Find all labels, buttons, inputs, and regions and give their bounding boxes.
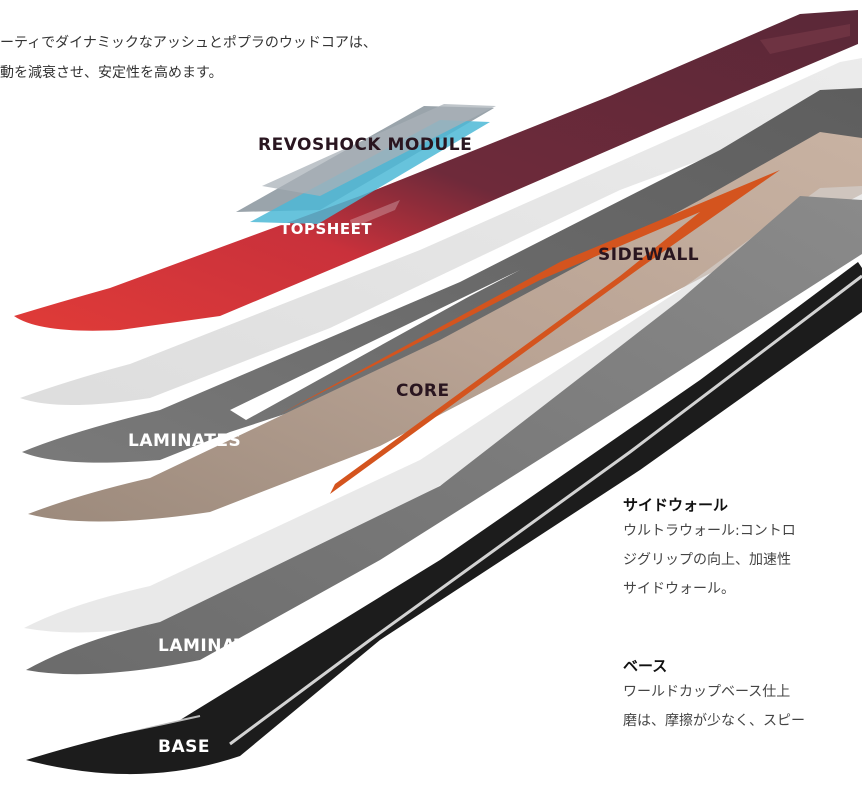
mesh-layer-upper bbox=[20, 58, 862, 405]
revoshock-module bbox=[236, 104, 496, 224]
label-sidewall: SIDEWALL bbox=[598, 245, 700, 265]
sidewall-layer bbox=[280, 170, 780, 494]
sidewall-detail-line-3: サイドウォール。 bbox=[623, 581, 735, 597]
base-detail-line-2: 磨は、摩擦が少なく、スピー bbox=[623, 713, 805, 729]
sidewall-detail-text: ウルトラウォール:コントロ ジグリップの向上、加速性 サイドウォール。 bbox=[623, 517, 796, 604]
sidewall-detail-line-1: ウルトラウォール:コントロ bbox=[623, 523, 796, 539]
label-base: BASE bbox=[158, 737, 210, 757]
base-layer bbox=[26, 262, 863, 775]
lower-laminate-layer bbox=[26, 196, 862, 675]
base-detail-text: ワールドカップベース仕上 磨は、摩擦が少なく、スピー bbox=[623, 678, 805, 736]
base-detail-line-1: ワールドカップベース仕上 bbox=[623, 684, 791, 700]
intro-paragraph: ーティでダイナミックなアッシュとポプラのウッドコアは、 動を減衰させ、安定性を高… bbox=[0, 28, 377, 88]
sidewall-detail-title: サイドウォール bbox=[623, 496, 729, 514]
topsheet-layer bbox=[14, 10, 858, 331]
base-detail-title: ベース bbox=[623, 657, 668, 675]
intro-line-2: 動を減衰させ、安定性を高めます。 bbox=[0, 65, 223, 81]
label-laminates-upper: LAMINATES bbox=[128, 431, 242, 451]
upper-laminate-layer bbox=[22, 88, 862, 463]
label-laminates-lower: LAMINATES bbox=[158, 636, 272, 656]
label-core: CORE bbox=[396, 381, 450, 401]
sidewall-detail-line-2: ジグリップの向上、加速性 bbox=[623, 552, 791, 568]
intro-line-1: ーティでダイナミックなアッシュとポプラのウッドコアは、 bbox=[0, 35, 377, 51]
label-revoshock-module: REVOSHOCK MODULE bbox=[258, 135, 473, 155]
label-topsheet: TOPSHEET bbox=[280, 220, 373, 238]
